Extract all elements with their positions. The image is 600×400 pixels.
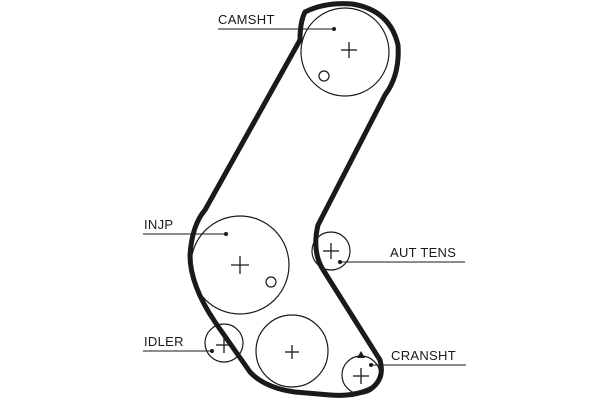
water-pump-center-mark [285, 345, 299, 359]
timing-belt [187, 1, 401, 398]
crankshaft-leader-dot [369, 363, 373, 367]
camshaft-label: CAMSHT [218, 12, 275, 27]
injection-pump-timing-mark [265, 276, 277, 288]
injection-pump-leader-dot [224, 232, 228, 236]
idler-center-mark [216, 337, 232, 353]
idler-pulley [204, 323, 244, 363]
auto-tensioner-leader-dot [338, 260, 342, 264]
camshaft-center-mark [341, 42, 357, 58]
auto-tensioner-pulley [311, 231, 351, 271]
camshaft-leader-dot [332, 27, 336, 31]
crankshaft-timing-arrow-icon [357, 351, 365, 358]
auto-tensioner-label: AUT TENS [390, 245, 456, 260]
water-pump-pulley [255, 314, 329, 388]
idler-leader-dot [210, 349, 214, 353]
auto-tensioner-center-mark [323, 243, 339, 259]
injection-pump-label: INJP [144, 217, 173, 232]
camshaft-timing-mark [318, 70, 330, 82]
camshaft-pulley [300, 7, 390, 97]
idler-label: IDLER [144, 334, 184, 349]
injection-pump-pulley [190, 215, 290, 315]
crankshaft-center-mark [353, 368, 369, 384]
injection-pump-center-mark [231, 256, 249, 274]
crankshaft-label: CRANSHT [391, 348, 456, 363]
